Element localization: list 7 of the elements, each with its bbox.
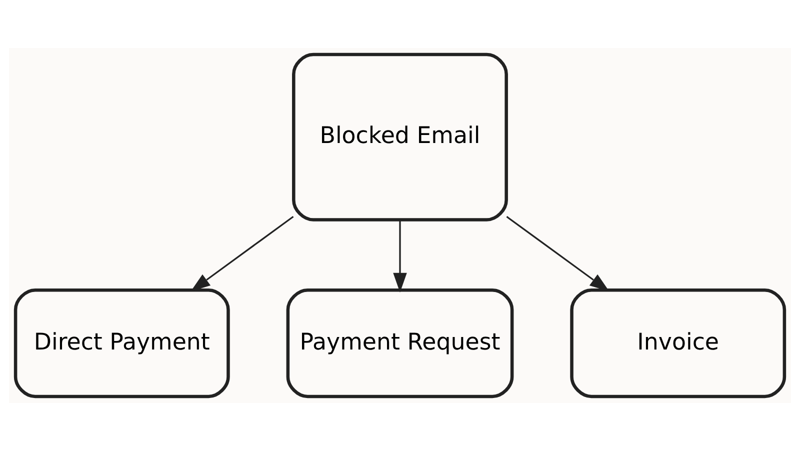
node-box: Direct Payment — [14, 288, 230, 398]
arrow — [190, 215, 294, 291]
arrow — [393, 220, 407, 292]
node-box: Payment Request — [286, 288, 514, 398]
node-box: Invoice — [570, 288, 786, 398]
arrow — [506, 215, 610, 291]
node-box: Blocked Email — [292, 52, 508, 221]
